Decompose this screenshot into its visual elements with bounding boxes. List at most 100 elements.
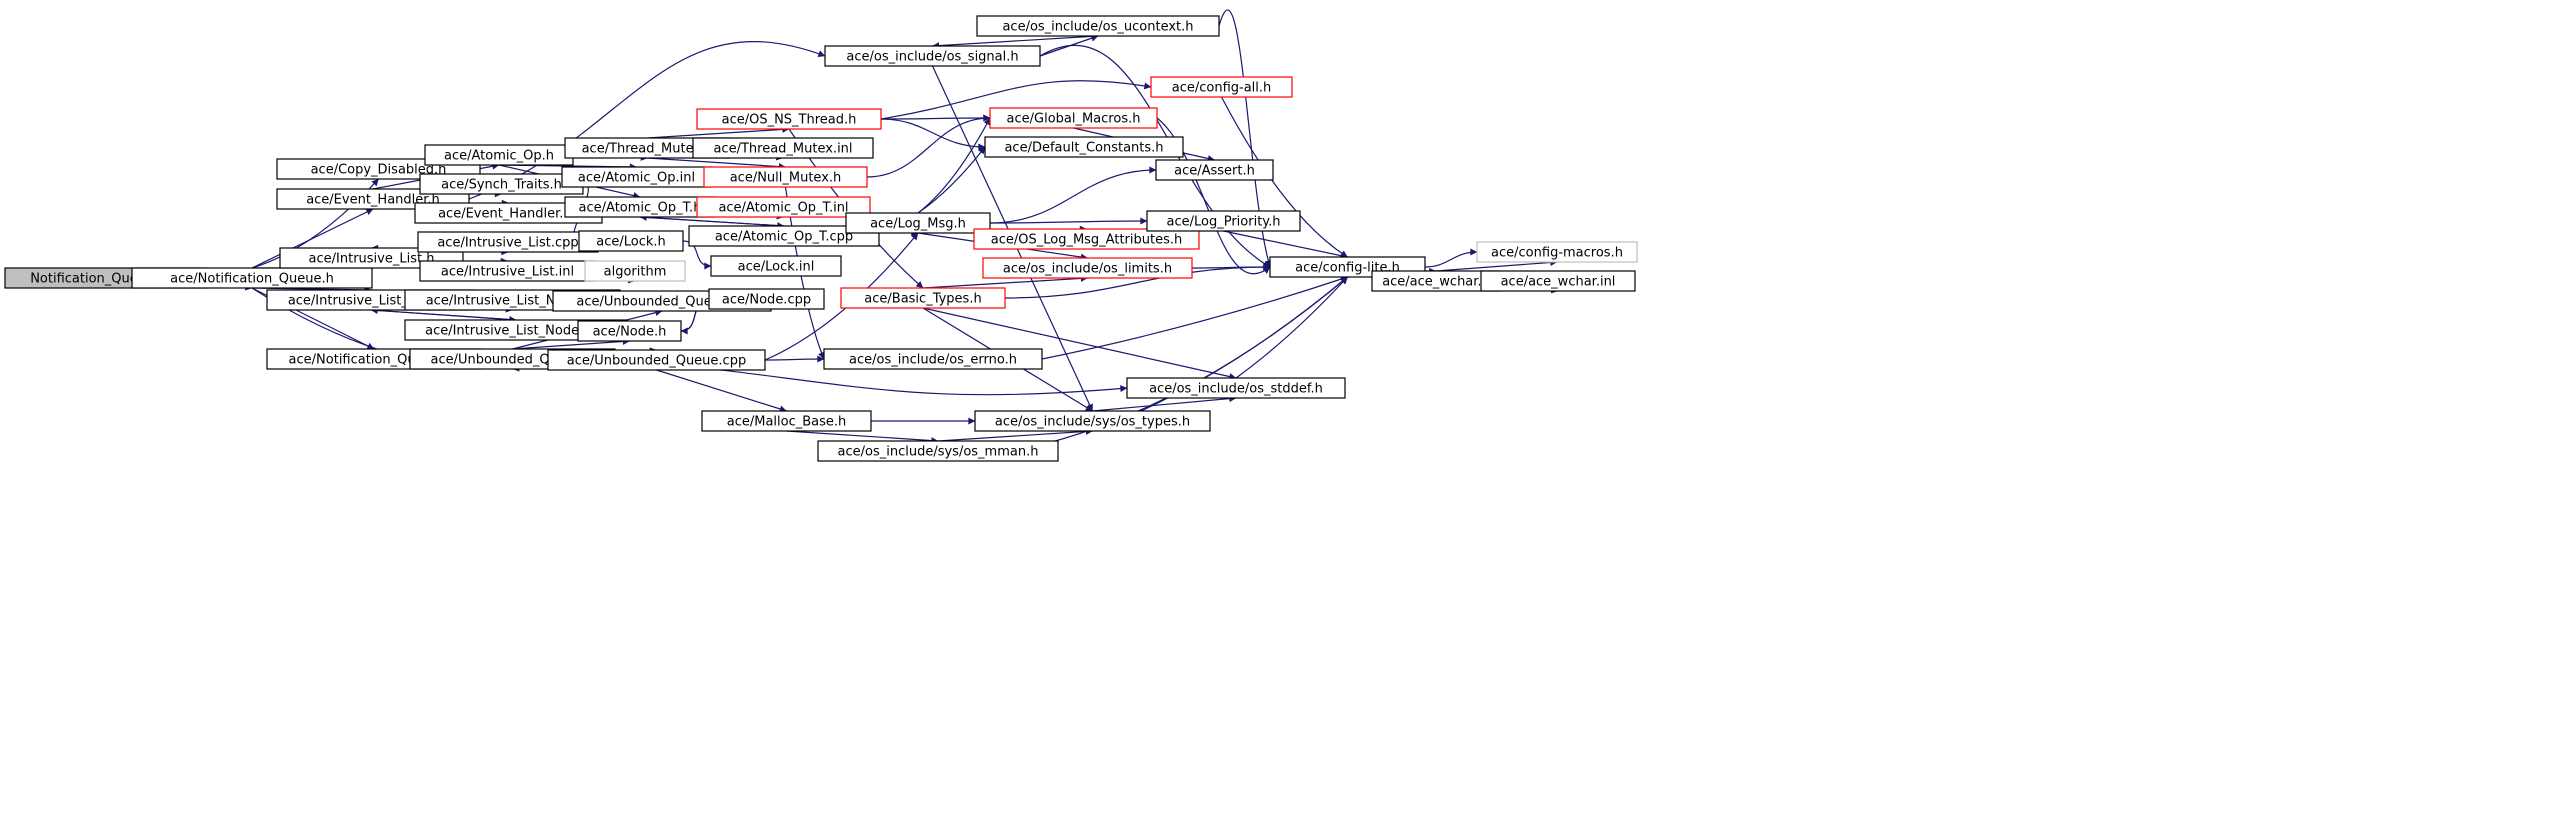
edge-os-ns-thread-h-to-config-all-h [880,80,1152,120]
node-os-limits-h[interactable]: ace/os_include/os_limits.h [982,257,1193,279]
node-config-all-h[interactable]: ace/config-all.h [1150,76,1293,98]
node-label: ace/Atomic_Op.h [444,149,554,164]
node-box [976,15,1220,37]
node-box [989,107,1158,129]
node-notification-queue-h[interactable]: ace/Notification_Queue.h [131,267,373,289]
node-box [824,45,1041,67]
edge-intrusive-list-node-cpp-to-intrusive-list-node-h [370,306,517,321]
edge-unbounded-queue-h-to-node-h [512,337,630,350]
node-assert-h[interactable]: ace/Assert.h [1155,159,1274,181]
node-box [973,228,1200,250]
node-label: ace/Unbounded_Queue.inl [576,295,747,310]
node-box [840,287,1006,309]
node-label: ace/Basic_Types.h [864,292,981,307]
node-os-sys-mman-h[interactable]: ace/os_include/sys/os_mman.h [817,440,1059,462]
node-lock-inl[interactable]: ace/Lock.inl [710,255,842,277]
edge-ace-wchar-h-to-config-macros-h [1435,259,1558,272]
node-lock-h[interactable]: ace/Lock.h [578,230,684,252]
node-malloc-base-h[interactable]: ace/Malloc_Base.h [701,410,872,432]
edge-os-ns-thread-h-to-global-macros-h [880,114,991,122]
node-label: ace/ace_wchar.h [1382,275,1490,290]
edge-config-lite-h-to-config-macros-h [1424,248,1478,268]
node-label: ace/Synch_Traits.h [441,178,562,193]
node-os-errno-h[interactable]: ace/os_include/os_errno.h [823,348,1043,370]
node-ace-wchar-inl[interactable]: ace/ace_wchar.inl [1480,270,1636,292]
node-box [1146,210,1301,232]
node-box [584,260,686,282]
node-label: ace/Node.cpp [722,293,811,308]
node-label: ace/Intrusive_List.h [309,252,435,267]
edge-os-ns-thread-h-to-default-constants-h [880,118,986,151]
node-label: ace/os_include/sys/os_mman.h [838,445,1039,460]
node-atomic-op-t-cpp[interactable]: ace/Atomic_Op_T.cpp [688,225,880,247]
node-box [817,440,1059,462]
node-box [845,212,991,234]
node-box [577,320,682,342]
node-atomic-op-t-h[interactable]: ace/Atomic_Op_T.h [564,196,716,218]
node-atomic-op-h[interactable]: ace/Atomic_Op.h [424,144,574,166]
edge-event-handler-h-to-os-signal-h [468,41,826,200]
node-label: ace/Lock.h [596,235,666,250]
node-algorithm[interactable]: algorithm [584,260,686,282]
node-thread-mutex-h[interactable]: ace/Thread_Mutex.h [564,137,731,159]
node-os-log-msg-attributes-h[interactable]: ace/OS_Log_Msg_Attributes.h [973,228,1200,250]
node-atomic-op-inl[interactable]: ace/Atomic_Op.inl [561,166,712,188]
edge-malloc-base-h-to-os-sys-mman-h [786,430,939,445]
node-label: ace/Notification_Queue.h [170,272,334,287]
node-label: ace/os_include/os_stddef.h [1149,382,1323,397]
node-global-macros-h[interactable]: ace/Global_Macros.h [989,107,1158,129]
node-label: ace/Thread_Mutex.h [582,142,714,157]
node-box [578,230,684,252]
edge-log-msg-h-to-default-constants-h [917,146,986,214]
node-box [279,247,464,269]
node-os-sys-types-h[interactable]: ace/os_include/sys/os_types.h [974,410,1211,432]
node-node-cpp[interactable]: ace/Node.cpp [708,288,825,310]
node-intrusive-list-inl[interactable]: ace/Intrusive_List.inl [419,260,596,282]
node-basic-types-h[interactable]: ace/Basic_Types.h [840,287,1006,309]
node-os-ucontext-h[interactable]: ace/os_include/os_ucontext.h [976,15,1220,37]
node-os-stddef-h[interactable]: ace/os_include/os_stddef.h [1126,377,1346,399]
node-os-signal-h[interactable]: ace/os_include/os_signal.h [824,45,1041,67]
node-label: ace/Atomic_Op_T.cpp [715,230,853,245]
edge-notification-queue-h-to-event-handler-h [251,208,374,269]
edge-config-all-h-to-config-lite-h [1220,96,1348,258]
node-log-priority-h[interactable]: ace/Log_Priority.h [1146,210,1301,232]
node-label: ace/Copy_Disabled.h [311,163,447,178]
node-label: ace/os_include/os_errno.h [849,353,1017,368]
node-synch-traits-h[interactable]: ace/Synch_Traits.h [419,173,584,195]
node-label: ace/Default_Constants.h [1004,141,1163,156]
edge-os-stddef-h-to-config-lite-h [1235,276,1348,379]
node-label: ace/Atomic_Op_T.h [579,201,702,216]
node-label: ace/Intrusive_List.inl [441,265,574,280]
node-null-mutex-h[interactable]: ace/Null_Mutex.h [703,166,868,188]
node-thread-mutex-inl[interactable]: ace/Thread_Mutex.inl [692,137,874,159]
node-config-macros-h[interactable]: ace/config-macros.h [1476,241,1638,263]
edge-os-sys-mman-h-to-os-sys-types-h [937,427,1093,442]
node-log-msg-h[interactable]: ace/Log_Msg.h [845,212,991,234]
node-intrusive-list-cpp[interactable]: ace/Intrusive_List.cpp [417,231,599,253]
node-label: algorithm [604,265,667,280]
node-box [974,410,1211,432]
node-event-handler-inl[interactable]: ace/Event_Handler.inl [414,202,603,224]
node-label: ace/os_include/os_ucontext.h [1002,20,1193,35]
edge-basic-types-h-to-os-limits-h [922,274,1088,289]
edge-lock-h-to-lock-inl [682,240,712,270]
node-box [131,267,373,289]
node-node-h[interactable]: ace/Node.h [577,320,682,342]
node-unbounded-queue-cpp[interactable]: ace/Unbounded_Queue.cpp [547,349,766,371]
node-box [701,410,872,432]
node-label: ace/Malloc_Base.h [727,415,847,430]
node-label: ace/Global_Macros.h [1007,112,1141,127]
node-os-ns-thread-h[interactable]: ace/OS_NS_Thread.h [696,108,882,130]
node-atomic-op-t-inl[interactable]: ace/Atomic_Op_T.inl [696,196,871,218]
edge-log-msg-h-to-global-macros-h [917,117,991,214]
node-default-constants-h[interactable]: ace/Default_Constants.h [984,136,1184,158]
node-ace-wchar-h[interactable]: ace/ace_wchar.h [1371,270,1501,292]
node-label: ace/Unbounded_Queue.cpp [567,354,746,369]
edge-os-ucontext-h-to-os-signal-h [932,35,1099,50]
edge-thread-mutex-h-to-null-mutex-h [647,157,786,171]
node-intrusive-list-h[interactable]: ace/Intrusive_List.h [279,247,464,269]
node-label: ace/Atomic_Op.inl [578,171,695,186]
node-box [703,166,868,188]
